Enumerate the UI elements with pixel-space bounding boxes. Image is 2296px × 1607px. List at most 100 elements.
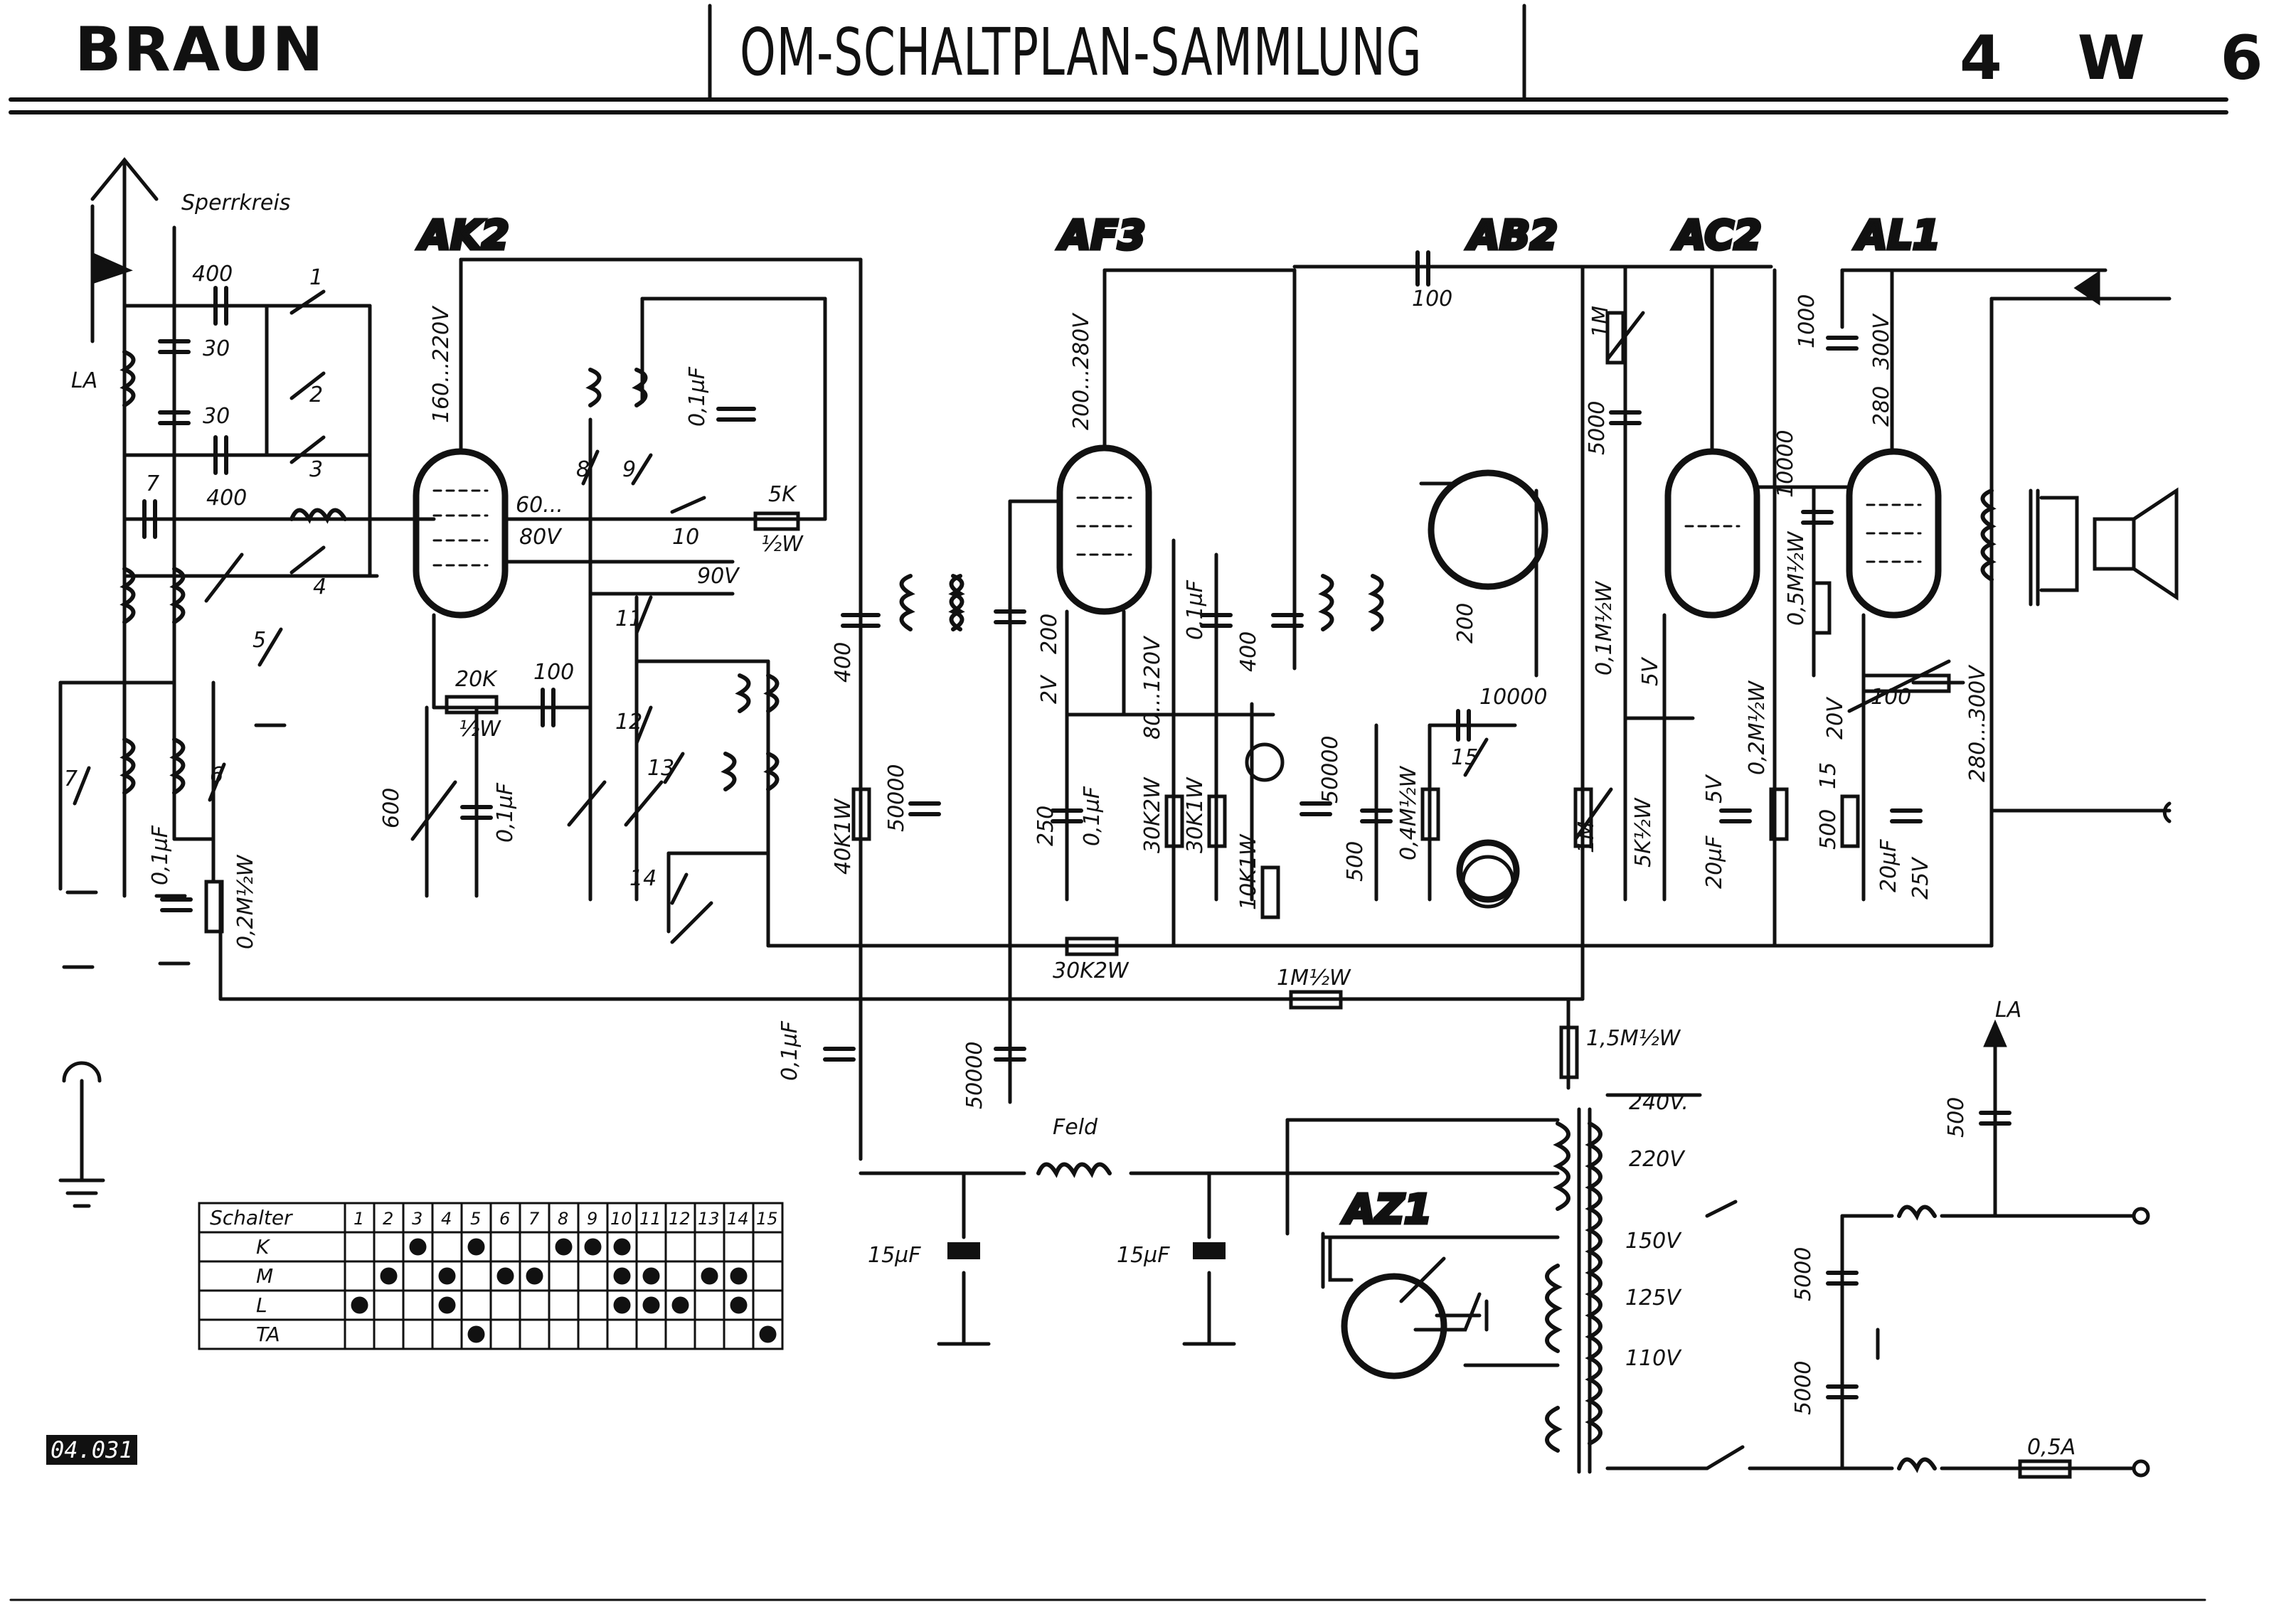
switch-closed-dot [467, 1238, 485, 1256]
switch-closed-dot [438, 1267, 456, 1285]
table-column-header: 1 [354, 1209, 364, 1229]
label-n4: 4 [313, 575, 326, 599]
table-column-header: 5 [470, 1209, 481, 1229]
label-v150: 150V [1625, 1229, 1682, 1254]
label-v220: 220V [1629, 1147, 1686, 1172]
table-row-label: L [256, 1293, 267, 1317]
label-n11: 11 [615, 607, 642, 631]
table-column-header: 4 [441, 1209, 452, 1229]
pot-arrows [204, 311, 1951, 1303]
switch-closed-dot [467, 1325, 485, 1343]
label-v60: 60... [516, 493, 563, 518]
table-row-label: K [256, 1235, 271, 1259]
switch-closed-dot [409, 1238, 427, 1256]
label-r02m: 0,2M½W [1745, 680, 1770, 775]
table-column-header: 14 [727, 1209, 749, 1229]
label-c01-ak2: 0,1µF [493, 782, 518, 843]
label-r30k2w-b: 30K2W [1053, 959, 1130, 983]
label-c5000: 5000 [1585, 401, 1610, 455]
switch-closed-dot [642, 1296, 660, 1314]
label-r20k: 20K [455, 667, 498, 692]
table-column-header: 8 [558, 1209, 568, 1229]
switch-closed-dot [526, 1267, 543, 1285]
label-c15uf-a: 15µF [868, 1243, 921, 1268]
label-v300: 300V [1869, 313, 1894, 370]
label-c50000b: 50000 [884, 764, 909, 832]
label-af3-voltage: 200...280V [1069, 312, 1094, 430]
label-c1000: 1000 [1795, 294, 1819, 348]
table-column-header: 10 [610, 1209, 632, 1229]
switch-closed-dot [438, 1296, 456, 1314]
capacitors [142, 250, 2011, 1399]
tube-label-ab2: AB2 [1466, 213, 1558, 259]
label-v20: 20V [1823, 696, 1848, 740]
label-n3: 3 [309, 457, 323, 482]
label-v240: 240V. [1629, 1090, 1689, 1115]
model-number: 4 W 6 [1960, 23, 2290, 94]
label-c200: 200 [1037, 614, 1062, 654]
label-r250: 250 [1033, 806, 1058, 846]
label-r02m-left: 0,2M½W [233, 854, 258, 949]
label-n15: 15 [1451, 745, 1478, 770]
label-r1m: 1M [1588, 306, 1613, 338]
label-c30a: 30 [203, 336, 230, 361]
label-n12: 12 [615, 710, 642, 735]
label-sperrkreis: Sperrkreis [181, 191, 290, 215]
label-c10000: 10000 [1479, 685, 1547, 710]
label-c400b: 400 [206, 486, 247, 511]
table-column-header: 3 [412, 1209, 422, 1229]
label-c20uf: 20µF [1702, 835, 1727, 889]
label-v25: 25V [1908, 856, 1933, 899]
switch-closed-dot [584, 1238, 602, 1256]
switch-closed-dot [730, 1296, 748, 1314]
label-c5000-a: 5000 [1791, 1247, 1816, 1301]
switch-closed-dot [759, 1325, 777, 1343]
label-c50000c: 50000 [962, 1042, 987, 1109]
archive-code: 04.031 [46, 1435, 137, 1465]
label-la-mains: LA [1995, 998, 2021, 1023]
tube-envelopes [413, 444, 1942, 1379]
label-v5: 5V [1638, 656, 1663, 686]
label-r5k-ac2: 5K½W [1631, 797, 1656, 867]
label-c20uf-b: 20µF [1876, 839, 1901, 892]
sheet-title: OM-SCHALTPLAN-SAMMLUNG [740, 14, 1423, 90]
label-v280-300: 280...300V [1965, 664, 1990, 782]
label-r04m: 0,4M½W [1396, 765, 1421, 860]
switch-closed-dot [613, 1238, 631, 1256]
label-c01-left: 0,1µF [148, 825, 173, 885]
label-c10000b: 10000 [1773, 430, 1798, 498]
label-n10: 10 [672, 525, 699, 550]
switch-closed-dot [701, 1267, 718, 1285]
label-c200b: 200 [1453, 603, 1478, 644]
label-c500-la: 500 [1944, 1097, 1969, 1138]
switches [73, 289, 1738, 1218]
switch-closed-dot [671, 1296, 689, 1314]
label-n2: 2 [309, 383, 323, 407]
label-c5000-b: 5000 [1791, 1361, 1816, 1415]
label-v5b: 5V [1702, 774, 1727, 804]
label-v280: 280 [1869, 386, 1894, 427]
label-n5: 5 [253, 628, 266, 653]
switch-closed-dot [555, 1238, 573, 1256]
label-c50000a: 50000 [1318, 736, 1343, 804]
tube-labels: AK2 AF3 AB2 AC2 AL1 AZ1 [415, 211, 1942, 1235]
table-column-header: 13 [698, 1209, 720, 1229]
label-v110: 110V [1625, 1346, 1682, 1371]
switch-closed-dot [613, 1267, 631, 1285]
label-c100: 100 [533, 660, 574, 685]
label-r1m-bot: 1M½W [1277, 966, 1351, 991]
label-r5k-w: ½W [761, 532, 804, 557]
coils [119, 350, 1997, 1473]
label-n7a: 7 [146, 471, 159, 496]
tube-label-ak2: AK2 [417, 213, 509, 259]
label-r30k1w: 30K1W [1183, 776, 1208, 853]
label-n14: 14 [629, 866, 657, 891]
label-r5k: 5K [768, 482, 797, 507]
label-c400d: 400 [1236, 631, 1261, 672]
label-c100-top: 100 [1412, 287, 1452, 311]
label-r20k-w: ½W [459, 717, 501, 742]
table-column-header: 11 [639, 1209, 661, 1229]
table-column-header: 12 [669, 1209, 691, 1229]
